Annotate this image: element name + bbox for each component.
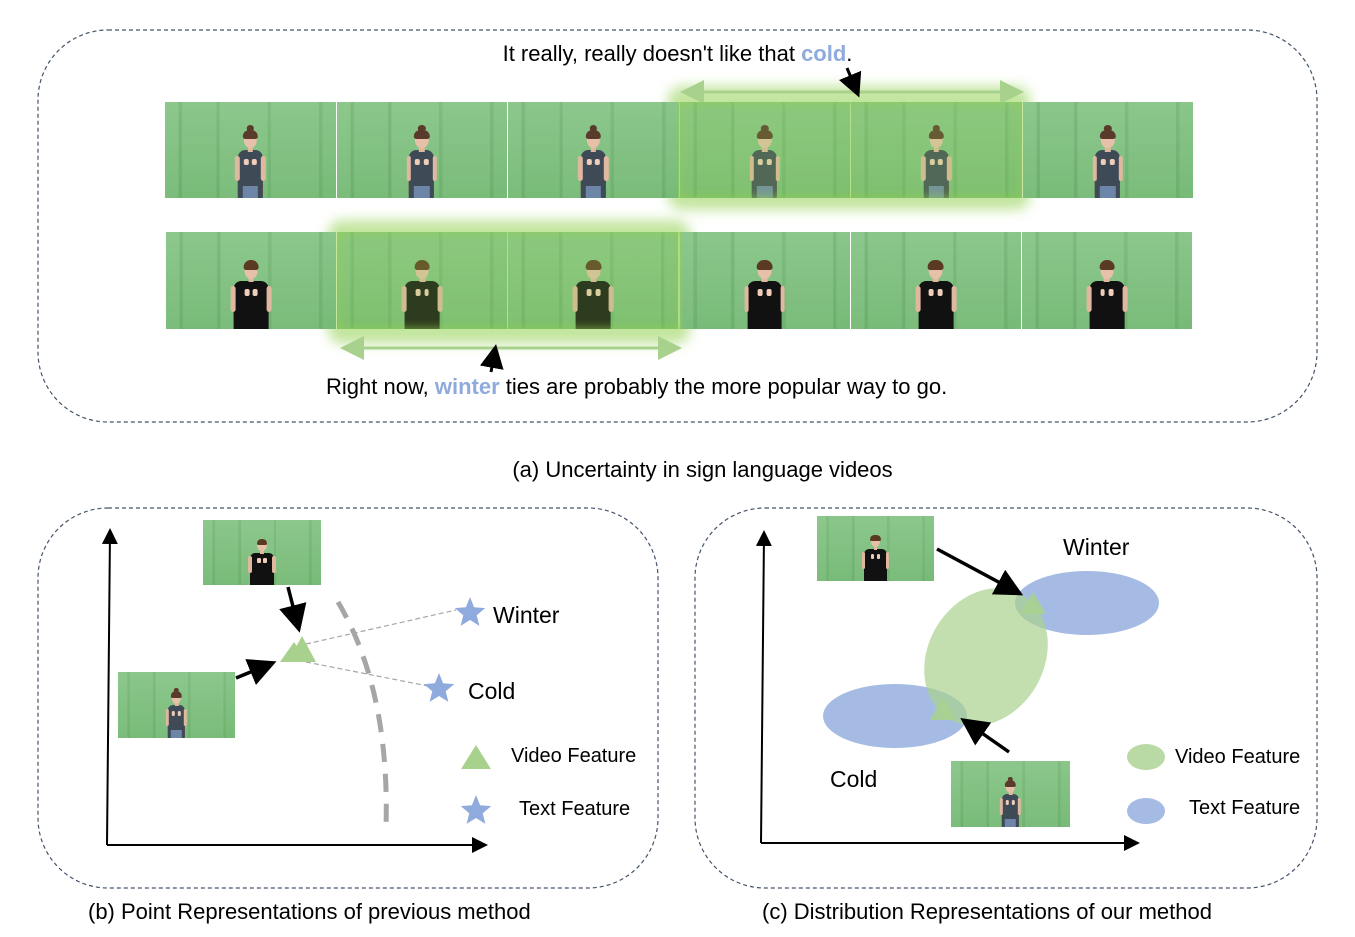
cold-pointer-arrow (839, 67, 862, 98)
bottom-strip-frame (850, 232, 1021, 329)
bottom-sentence: Right now, winter ties are probably the … (326, 374, 947, 400)
top-strip-frame (679, 102, 850, 198)
signer-figure (401, 251, 443, 329)
video-feature-point-2 (288, 636, 316, 662)
link-to-cold (305, 661, 429, 687)
arrow-thumb-bottom-c (960, 717, 1011, 754)
bottom-sentence-end: ties are probably the more popular way t… (499, 374, 948, 399)
thumbnail-signer-2 (817, 516, 934, 581)
signer-figure (915, 251, 957, 329)
thumbnail-signer-2 (203, 520, 321, 585)
label-cold: Cold (830, 766, 878, 792)
bottom-sentence-start: Right now, (326, 374, 435, 399)
top-highlight-overlay (678, 102, 1022, 198)
label-winter: Winter (493, 602, 560, 628)
signer-figure (230, 251, 272, 329)
triangle-icon (461, 745, 491, 769)
panel-a-caption: (a) Uncertainty in sign language videos (512, 457, 893, 482)
cold-text-distribution (823, 684, 967, 748)
star-icon (460, 795, 492, 824)
label-cold: Cold (468, 678, 516, 704)
video-feature-distribution (924, 588, 1048, 726)
top-sentence-end: . (846, 41, 853, 66)
link-to-winter (305, 609, 457, 645)
signer-figure (248, 533, 276, 585)
legend-video-feature: Video Feature (511, 745, 637, 767)
signer-figure (573, 251, 614, 329)
top-sentence-text: It really, really doesn't like that (502, 41, 802, 66)
video-feature-mean-cold (930, 697, 956, 720)
arrow-thumb-top-b (279, 586, 307, 633)
signer-figure (917, 121, 955, 198)
winter-text-distribution (1015, 571, 1159, 635)
signer-figure (231, 121, 269, 198)
panel-b-frame (37, 507, 659, 889)
signer-figure (403, 121, 441, 198)
thumbnail-signer-1 (118, 672, 235, 738)
ellipse-icon (1127, 798, 1165, 824)
signer-figure (746, 121, 784, 198)
thumbnail-signer-1 (951, 761, 1070, 827)
cold-text-point (423, 673, 455, 702)
signer-figure (861, 529, 890, 581)
top-sentence: It really, really doesn't like that cold… (0, 41, 1355, 67)
ellipse-icon (1127, 744, 1165, 770)
arrow-thumb-left-b (235, 659, 277, 685)
bottom-strip-frame (679, 232, 850, 329)
signer-figure (163, 685, 189, 738)
signer-figure (574, 121, 612, 198)
highlighted-word-cold: cold (801, 41, 847, 66)
highlighted-word-winter: winter (434, 374, 500, 399)
y-axis (755, 530, 772, 844)
legend-video-feature: Video Feature (1175, 746, 1301, 768)
winter-text-point (454, 597, 486, 626)
y-axis (101, 528, 118, 846)
panel-a-frame (37, 29, 1318, 423)
top-strip-frame (851, 102, 1022, 198)
top-strip-frame (1022, 102, 1193, 198)
video-feature-mean-winter (1020, 592, 1046, 614)
signer-figure (1086, 251, 1128, 329)
signer-figure (1089, 121, 1127, 198)
top-strip-frame (336, 102, 507, 198)
bottom-strip-frame (508, 232, 679, 329)
bottom-strip-frame (166, 232, 337, 329)
top-strip-frame (508, 102, 679, 198)
panel-b-caption: (b) Point Representations of previous me… (88, 899, 531, 924)
legend-text-feature: Text Feature (519, 798, 631, 820)
label-winter: Winter (1063, 534, 1130, 560)
top-strip-frame (165, 102, 336, 198)
winter-pointer-arrow (479, 344, 504, 373)
bottom-strip-frame (337, 232, 508, 329)
bottom-strip-frame (1021, 232, 1192, 329)
panel-c-frame (694, 507, 1318, 889)
signer-figure (997, 774, 1023, 827)
panel-c-caption: (c) Distribution Representations of our … (762, 899, 1212, 924)
decision-boundary (335, 600, 389, 829)
signer-figure (744, 251, 785, 329)
arrow-thumb-top-c (936, 547, 1024, 596)
legend-text-feature: Text Feature (1189, 797, 1301, 819)
bottom-highlight-overlay (338, 232, 682, 329)
